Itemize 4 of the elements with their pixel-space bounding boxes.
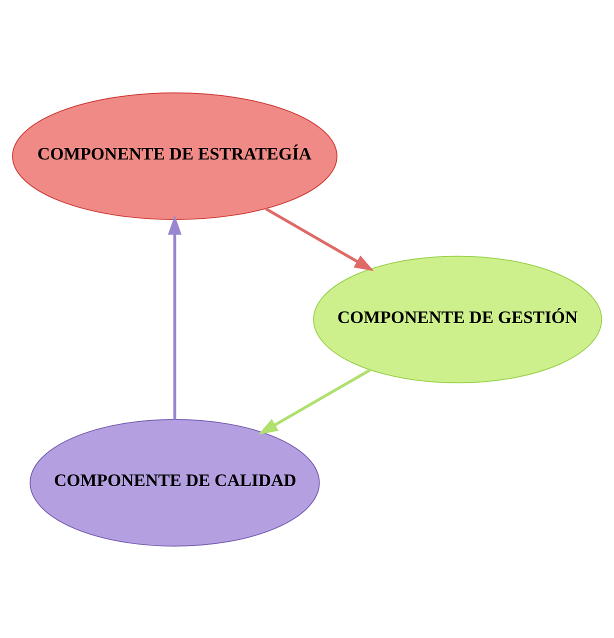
arrow <box>258 368 371 434</box>
node-ellipse: COMPONENTE DE ESTRATEGÍA <box>12 92 338 220</box>
arrow <box>168 214 182 419</box>
arrow <box>265 207 374 271</box>
